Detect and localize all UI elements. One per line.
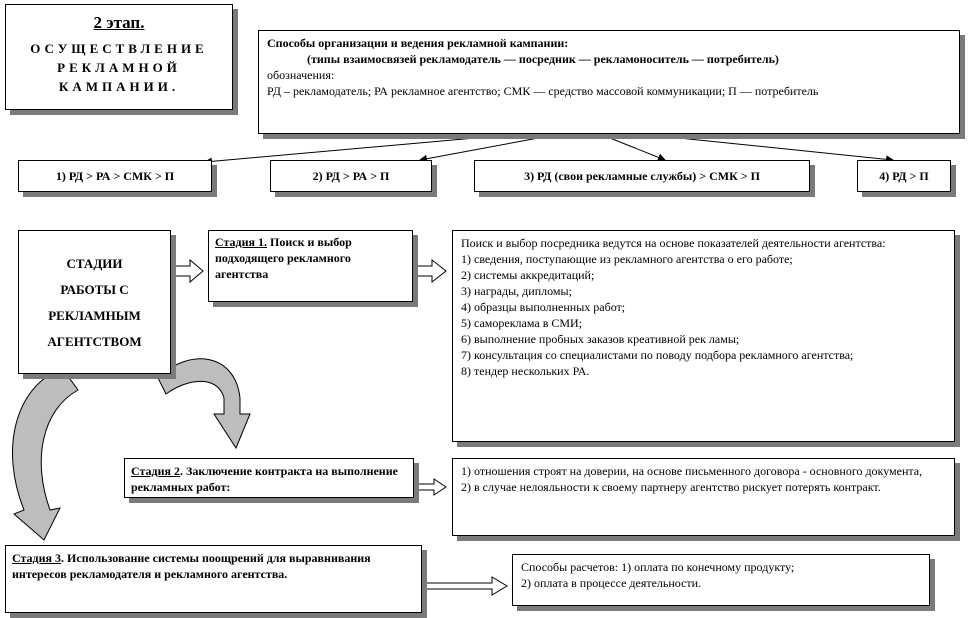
stages-box: СТАДИИ РАБОТЫ С РЕКЛАМНЫМ АГЕНТСТВОМ — [18, 230, 171, 374]
agency-lead: Поиск и выбор посредника ведутся на осно… — [461, 236, 886, 250]
contract-box: 1) отношения строят на доверии, на основ… — [452, 458, 955, 536]
arrow-stages-to-stage1 — [171, 258, 204, 284]
agency-item: 5) самореклама в СМИ; — [461, 316, 583, 330]
stages-line: СТАДИИ — [66, 256, 123, 271]
stage-heading-line: КАМПАНИИ. — [58, 79, 180, 94]
stage3-text: . Использование системы поощрений для вы… — [12, 551, 371, 581]
stage2-text: . Заключение контракта на выполнение рек… — [131, 464, 398, 494]
curved-arrow-to-stage2 — [157, 358, 251, 450]
payments-item-2: 2) оплата в процессе деятельности. — [521, 576, 702, 590]
stage-title-box: 2 этап. ОСУЩЕСТВЛЕНИЕ РЕКЛАМНОЙ КАМПАНИИ… — [5, 4, 233, 110]
arrow-stage2-to-contract — [415, 478, 447, 496]
stage2-box: Стадия 2. Заключение контракта на выполн… — [124, 458, 414, 498]
contract-item: 1) отношения строят на доверии, на основ… — [461, 464, 923, 478]
stages-line: АГЕНТСТВОМ — [47, 334, 142, 349]
agency-item: 4) образцы выполненных работ; — [461, 300, 626, 314]
stage-heading-line: РЕКЛАМНОЙ — [57, 60, 181, 75]
chain-3-label: 3) РД (свои рекламные службы) > СМК > П — [524, 169, 760, 183]
stage2-label: Стадия 2 — [131, 464, 181, 478]
payments-label: Способы расчетов: — [521, 560, 619, 574]
arrow-stage3-to-payments — [421, 576, 508, 596]
chain-1-box: 1) РД > РА > СМК > П — [18, 160, 212, 192]
stage-heading: ОСУЩЕСТВЛЕНИЕ РЕКЛАМНОЙ КАМПАНИИ. — [6, 39, 232, 96]
stage3-box: Стадия 3. Использование системы поощрени… — [5, 545, 422, 613]
stage3-label: Стадия 3 — [12, 551, 62, 565]
agency-item: 7) консультация со специалистами по пово… — [461, 348, 854, 362]
methods-box: Способы организации и ведения рекламной … — [258, 30, 960, 134]
stages-line: РЕКЛАМНЫМ — [48, 308, 141, 323]
chain-3-box: 3) РД (свои рекламные службы) > СМК > П — [474, 160, 810, 192]
stage1-label: Стадия 1. — [215, 235, 268, 249]
branch-arrows — [204, 133, 894, 166]
curved-arrows — [12, 358, 251, 541]
agency-item: 2) системы аккредитаций; — [461, 268, 595, 282]
contract-item: 2) в случае нелояльности к своему партне… — [461, 480, 881, 494]
payments-box: Способы расчетов: 1) оплата по конечному… — [512, 554, 930, 606]
stage-number: 2 этап. — [93, 13, 145, 32]
arrow-to-chain-2 — [419, 133, 561, 163]
curved-arrow-to-stage3 — [12, 367, 79, 541]
stages-line: РАБОТЫ С — [60, 282, 129, 297]
chain-2-label: 2) РД > РА > П — [312, 169, 390, 183]
chain-4-box: 4) РД > П — [857, 160, 951, 192]
methods-title: Способы организации и ведения рекламной … — [267, 36, 569, 50]
stage-heading-line: ОСУЩЕСТВЛЕНИЕ — [30, 41, 208, 56]
arrow-to-chain-4 — [639, 133, 894, 164]
agency-criteria-box: Поиск и выбор посредника ведутся на осно… — [452, 230, 955, 442]
arrow-to-chain-3 — [599, 133, 666, 162]
methods-subtitle: (типы взаимосвязей рекламодатель — посре… — [307, 52, 779, 66]
agency-item: 6) выполнение пробных заказов креативной… — [461, 332, 740, 346]
agency-item: 1) сведения, поступающие из рекламного а… — [461, 252, 793, 266]
agency-item: 8) тендер нескольких РА. — [461, 364, 590, 378]
payments-item-1: 1) оплата по конечному продукту; — [618, 560, 795, 574]
chain-4-label: 4) РД > П — [879, 169, 929, 183]
arrow-stage1-to-agency — [413, 258, 447, 284]
agency-item: 3) награды, дипломы; — [461, 284, 572, 298]
hollow-arrows — [171, 258, 508, 596]
chain-1-label: 1) РД > РА > СМК > П — [55, 169, 175, 183]
stage1-box: Стадия 1. Поиск и выбор подходящего рекл… — [208, 230, 413, 302]
stage1-text: Поиск и выбор подходящего рекламного аге… — [215, 235, 352, 281]
arrow-to-chain-1 — [204, 133, 521, 166]
chain-2-box: 2) РД > РА > П — [270, 160, 432, 192]
legend-label: обозначения: — [267, 68, 335, 82]
legend-text: РД – рекламодатель; РА рекламное агентст… — [267, 84, 819, 98]
